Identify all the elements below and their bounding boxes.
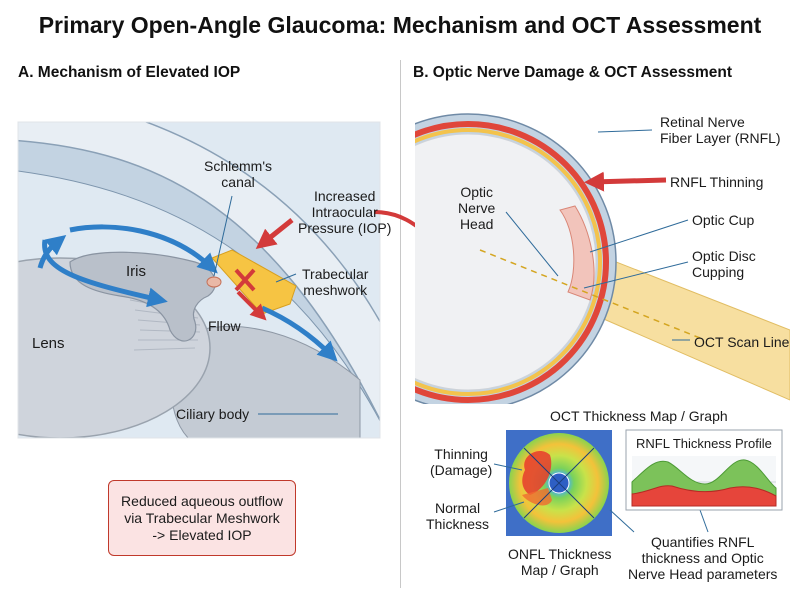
- oct-section-heading: OCT Thickness Map / Graph: [550, 408, 728, 424]
- optic-disc-cupping-label: Optic Disc Cupping: [692, 248, 756, 280]
- flow-label: Fllow: [208, 318, 241, 334]
- page-title: Primary Open-Angle Glaucoma: Mechanism a…: [38, 12, 762, 38]
- profile-graph-title: RNFL Thickness Profile: [636, 436, 772, 451]
- quantifies-label: Quantifies RNFL thickness and Optic Nerv…: [628, 534, 778, 582]
- optic-nerve-head-label: Optic Nerve Head: [458, 184, 496, 232]
- iop-label: Increased Intraocular Pressure (IOP): [298, 188, 392, 236]
- lens-label: Lens: [32, 335, 65, 352]
- anterior-chamber-diagram: [18, 122, 380, 438]
- panel-a-heading: A. Mechanism of Elevated IOP: [18, 64, 241, 81]
- thinning-damage-label: Thinning (Damage): [430, 446, 493, 478]
- normal-thickness-label: Normal Thickness: [426, 500, 490, 532]
- map-caption: ONFL Thickness Map / Graph: [508, 546, 612, 578]
- ciliary-body-label: Ciliary body: [176, 406, 250, 422]
- rnfl-thickness-profile-graph: [625, 429, 783, 511]
- iop-arrow-a: [255, 218, 294, 249]
- trabecular-meshwork-label: Trabecular meshwork: [302, 266, 369, 298]
- panel-b-heading: B. Optic Nerve Damage & OCT Assessment: [413, 64, 733, 81]
- rnfl-thinning-arrow: [584, 171, 667, 192]
- oct-scan-line-label: OCT Scan Line: [694, 334, 790, 350]
- rnfl-thinning-label: RNFL Thinning: [670, 174, 764, 190]
- outflow-note-box: Reduced aqueous outflow via Trabecular M…: [108, 480, 296, 556]
- rnfl-label: Retinal Nerve Fiber Layer (RNFL): [660, 114, 781, 146]
- optic-cup-label: Optic Cup: [692, 212, 755, 228]
- oct-thickness-map: [506, 430, 612, 536]
- schlemm-label: Schlemm's canal: [204, 158, 273, 190]
- iris-label: Iris: [126, 263, 146, 280]
- panel-divider: [400, 60, 401, 588]
- panel-a-frame: [17, 121, 381, 439]
